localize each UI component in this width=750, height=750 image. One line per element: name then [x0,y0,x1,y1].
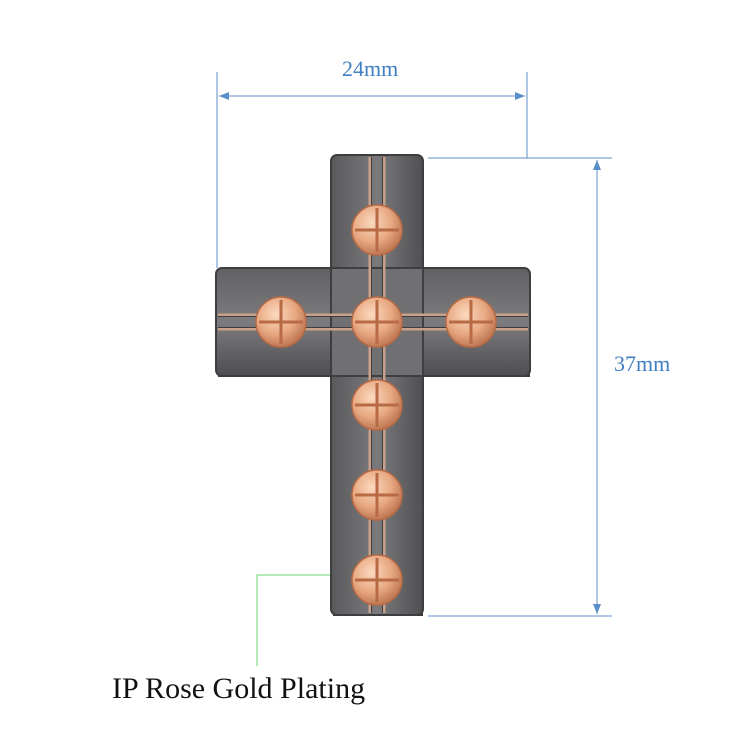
screw-head [351,379,403,431]
screw-head [255,296,307,348]
height-dimension [428,157,612,617]
width-dimension [216,72,528,268]
rose-gold-screws [255,204,497,606]
screw-head [351,296,403,348]
height-dimension-label: 37mm [614,351,671,376]
callout-line [256,574,350,666]
screw-head [351,554,403,606]
plating-callout-label: IP Rose Gold Plating [112,672,366,705]
screw-head [351,204,403,256]
screw-head [445,296,497,348]
width-dimension-label: 24mm [342,56,399,81]
screw-head [351,469,403,521]
